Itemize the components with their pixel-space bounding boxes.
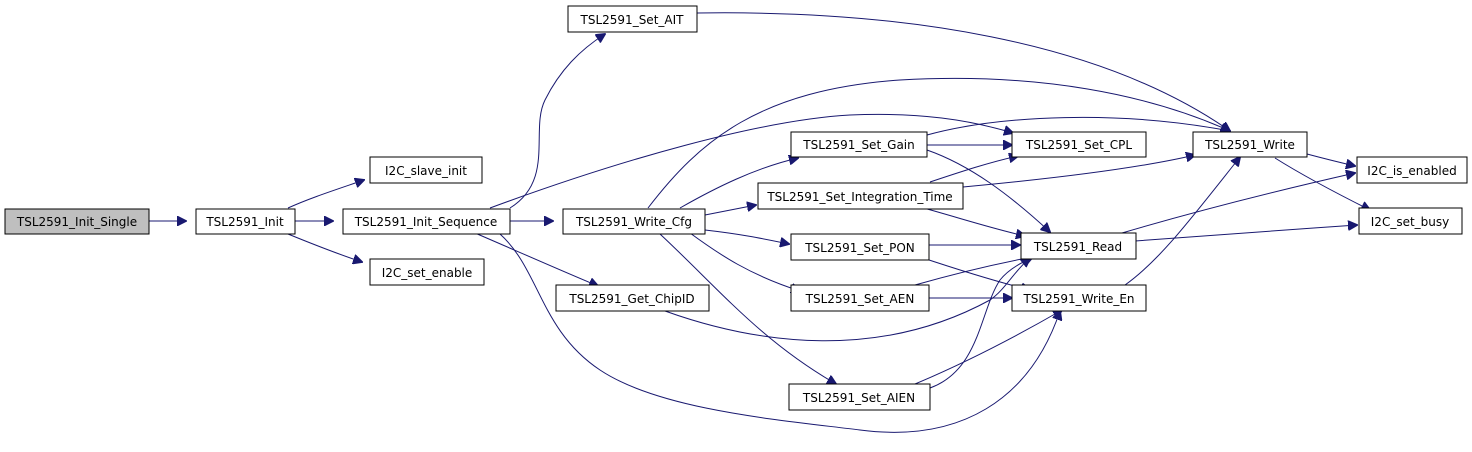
node-tsl2591-set-pon[interactable]: TSL2591_Set_PON (790, 233, 930, 261)
edge-write-cfg-to-set-pon (704, 229, 789, 244)
edge-init-to-slave-init (287, 180, 364, 209)
node-tsl2591-set-aen[interactable]: TSL2591_Set_AEN (790, 284, 930, 312)
edge-read-to-set-busy (1134, 225, 1357, 242)
edge-init-to-set-enable (287, 233, 362, 262)
node-tsl2591-set-gain[interactable]: TSL2591_Set_Gain (790, 131, 928, 158)
node-label: I2C_set_enable (382, 266, 473, 280)
node-tsl2591-init[interactable]: TSL2591_Init (195, 208, 296, 235)
edge-write-to-is-enabled (1306, 153, 1355, 166)
edge-write-cfg-to-set-aien (659, 233, 836, 384)
edge-set-integration-to-write (962, 155, 1195, 188)
node-label: TSL2591_Set_Integration_Time (766, 190, 952, 204)
edge-set-aien-to-write-en (914, 310, 1062, 385)
edge-init-sequence-to-set-ait (509, 34, 605, 209)
node-tsl2591-init-single[interactable]: TSL2591_Init_Single (4, 208, 150, 235)
node-label: I2C_slave_init (385, 164, 467, 178)
node-label: I2C_set_busy (1371, 215, 1449, 229)
node-tsl2591-set-cpl[interactable]: TSL2591_Set_CPL (1011, 131, 1147, 158)
edge-write-cfg-to-write (647, 77, 1230, 209)
edge-write-to-set-busy (1274, 157, 1370, 210)
node-label: TSL2591_Write (1204, 138, 1295, 152)
node-label: TSL2591_Init_Sequence (354, 215, 498, 229)
node-tsl2591-init-sequence[interactable]: TSL2591_Init_Sequence (342, 208, 511, 235)
edge-init-sequence-to-get-chipid (474, 232, 598, 286)
edges (149, 12, 1370, 433)
edge-write-cfg-to-set-aen (689, 232, 800, 291)
node-label: TSL2591_Get_ChipID (568, 292, 694, 306)
node-label: TSL2591_Init (205, 215, 284, 229)
node-label: TSL2591_Set_AIEN (802, 391, 915, 405)
node-tsl2591-write[interactable]: TSL2591_Write (1192, 131, 1308, 158)
node-tsl2591-set-integration-time[interactable]: TSL2591_Set_Integration_Time (757, 182, 964, 210)
node-i2c-set-enable[interactable]: I2C_set_enable (369, 258, 485, 286)
edge-read-to-is-enabled (1121, 173, 1355, 234)
node-i2c-slave-init[interactable]: I2C_slave_init (369, 156, 483, 184)
edge-init-sequence-to-set-cpl (489, 113, 1013, 209)
edge-write-cfg-to-set-gain (679, 158, 798, 209)
node-label: TSL2591_Set_CPL (1025, 138, 1132, 152)
edge-set-aen-to-read (914, 257, 1032, 286)
node-tsl2591-get-chipid[interactable]: TSL2591_Get_ChipID (555, 284, 710, 312)
edge-set-aien-to-read (929, 258, 1032, 389)
node-tsl2591-set-ait[interactable]: TSL2591_Set_AIT (567, 5, 698, 33)
node-label: TSL2591_Set_AEN (805, 292, 915, 306)
node-label: TSL2591_Read (1033, 240, 1122, 254)
node-label: TSL2591_Set_AIT (580, 13, 685, 27)
node-i2c-set-busy[interactable]: I2C_set_busy (1358, 207, 1463, 235)
node-label: TSL2591_Write_Cfg (575, 215, 692, 229)
edge-set-integration-to-read (919, 206, 1025, 236)
edge-set-gain-to-read (926, 149, 1050, 232)
edge-init-sequence-to-write-en (499, 233, 1060, 433)
nodes: TSL2591_Init_Single TSL2591_Init I2C_sla… (4, 5, 1468, 411)
edge-write-en-to-write (1124, 157, 1240, 286)
node-label: TSL2591_Init_Single (16, 215, 137, 229)
node-tsl2591-write-cfg[interactable]: TSL2591_Write_Cfg (562, 208, 706, 235)
node-label: I2C_is_enabled (1367, 164, 1456, 178)
node-tsl2591-set-aien[interactable]: TSL2591_Set_AIEN (788, 383, 931, 411)
node-i2c-is-enabled[interactable]: I2C_is_enabled (1356, 156, 1468, 184)
edge-set-ait-to-write (696, 12, 1230, 131)
edge-get-chipid-to-read (664, 258, 1030, 342)
edge-set-integration-to-set-cpl (929, 156, 1018, 183)
edge-write-cfg-to-set-integration (704, 205, 756, 216)
node-label: TSL2591_Set_PON (804, 241, 915, 255)
node-tsl2591-read[interactable]: TSL2591_Read (1020, 232, 1137, 260)
edge-set-gain-to-write (926, 116, 1230, 136)
node-label: TSL2591_Write_En (1022, 292, 1134, 306)
node-label: TSL2591_Set_Gain (802, 138, 914, 152)
node-tsl2591-write-en[interactable]: TSL2591_Write_En (1011, 284, 1147, 312)
